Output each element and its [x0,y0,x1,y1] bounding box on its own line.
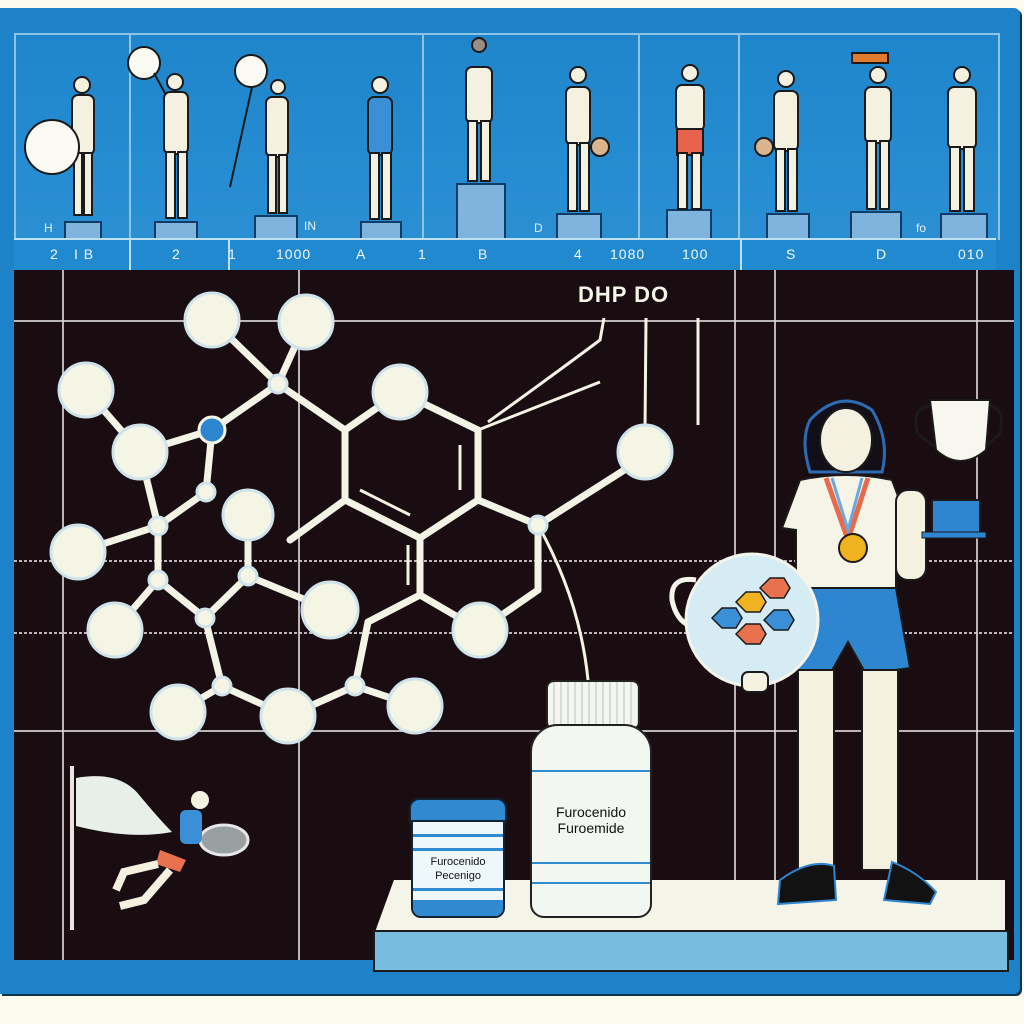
strip-label: 2 [172,246,181,262]
panel-divider [129,35,131,240]
jar-band [413,834,503,837]
pedestal [456,183,506,244]
strip-label: 1000 [276,246,312,262]
medal-athlete [669,399,1004,906]
strip-label: A [356,246,367,262]
molecule-orb [684,552,820,688]
highlighted-atom [197,415,227,445]
athlete-figures [24,37,977,220]
diagram-annotation: DHP DO [578,282,670,307]
corner-label: IN [304,219,316,233]
grid-line [14,320,1014,322]
grid-line [62,270,64,960]
strip-label: S [786,246,797,262]
strip-divider [129,240,131,270]
bottle-cap [546,680,640,730]
jar-bottom [413,900,503,916]
bottle-band [532,770,650,772]
label-strip: 2 I B 2 1 1000 A 1 B 4 1080 100 S D 010 [14,238,996,272]
jar-band [413,848,503,851]
strip-label: 4 [574,246,583,262]
medicine-jar: Furocenido Pecenigo [409,798,507,918]
bottle-label-line1: Furocenido [555,804,627,820]
jar-body: Furocenido Pecenigo [411,820,505,918]
strip-divider [228,240,230,270]
bottle-body: Furocenido Furoemide [530,724,652,918]
strip-label: 1 [228,246,237,262]
panel-divider [638,35,640,240]
corner-label: H [44,221,53,235]
grid-line [14,730,1014,732]
bottle-label-line2: Furoemide [557,820,625,836]
jar-label-line1: Furocenido [430,856,486,868]
corner-label: fo [916,221,927,235]
bottle-band [532,882,650,884]
tennis-player [70,766,250,930]
panel-divider [422,35,424,240]
strip-label: 1080 [610,246,646,262]
trophy-icon [928,399,992,462]
strip-divider [740,240,742,270]
jar-band [413,888,503,891]
panel-divider [738,35,740,240]
medicine-bottle: Furocenido Furoemide [530,680,652,918]
corner-label: D [534,221,543,235]
grid-line [14,632,1014,634]
strip-label: B [478,246,489,262]
strip-label: 1 [418,246,427,262]
grid-line [976,270,978,960]
bottle-band [532,862,650,864]
strip-label: I B [74,246,95,262]
strip-label: 2 [50,246,59,262]
strip-label: 010 [958,246,985,262]
grid-line [14,560,1014,562]
strip-label: 100 [682,246,709,262]
strip-label: D [876,246,888,262]
jar-label-line2: Pecenigo [435,870,481,882]
grid-line [298,270,300,960]
shelf-front [373,930,1009,972]
gold-medal-icon [838,533,868,563]
